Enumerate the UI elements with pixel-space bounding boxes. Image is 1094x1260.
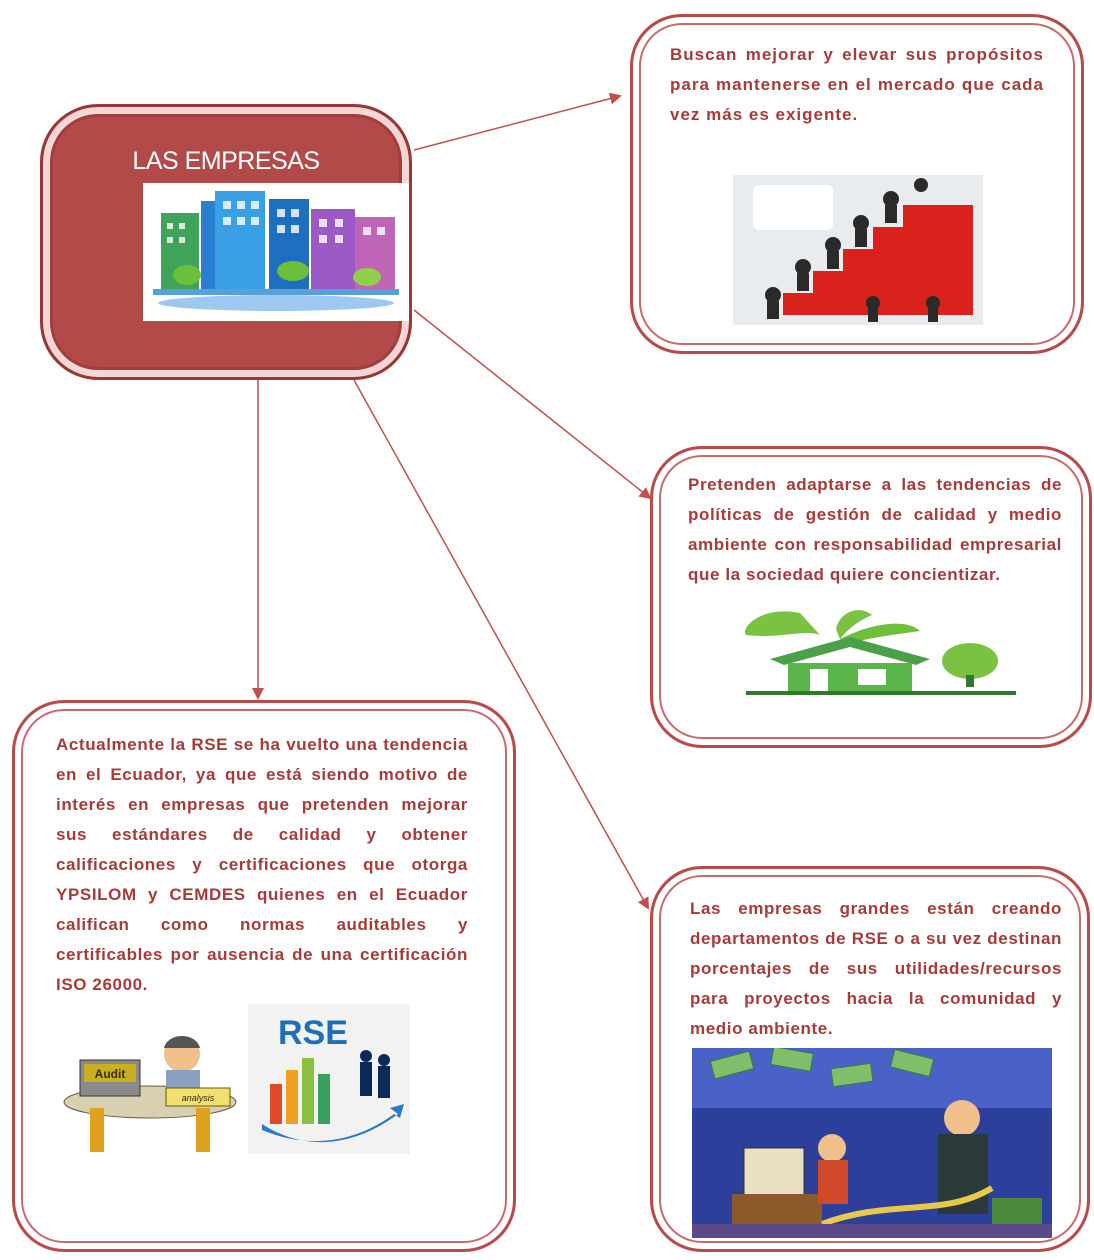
box-middle-right-text: Pretenden adaptarse a las tendencias de … — [688, 475, 1062, 584]
arrow-to-middle-right — [413, 309, 652, 500]
arrow-to-top-right — [413, 92, 622, 151]
money-cartoon-image — [692, 1048, 1052, 1238]
box-bottom-right-text: Las empresas grandes están creando depar… — [690, 899, 1062, 1038]
rse-logo-image: RSE — [248, 1004, 410, 1154]
green-house-image — [740, 605, 1020, 697]
central-node: LAS EMPRESAS — [40, 104, 412, 380]
analysis-sign: analysis — [182, 1093, 215, 1103]
box-top-right-text: Buscan mejorar y elevar sus propósitos p… — [670, 45, 1044, 124]
city-buildings-image — [143, 183, 409, 321]
auditor-desk-image: Audit analysis — [60, 1030, 240, 1158]
people-stairs-image — [733, 175, 983, 325]
arrow-to-bottom-right — [353, 379, 649, 910]
central-title: LAS EMPRESAS — [132, 147, 320, 175]
box-bottom-left — [12, 700, 516, 1252]
box-middle-right — [650, 446, 1092, 748]
rse-logo-text: RSE — [278, 1014, 348, 1052]
box-bottom-left-text: Actualmente la RSE se ha vuelto una tend… — [56, 735, 468, 994]
audit-sign: Audit — [95, 1067, 126, 1081]
